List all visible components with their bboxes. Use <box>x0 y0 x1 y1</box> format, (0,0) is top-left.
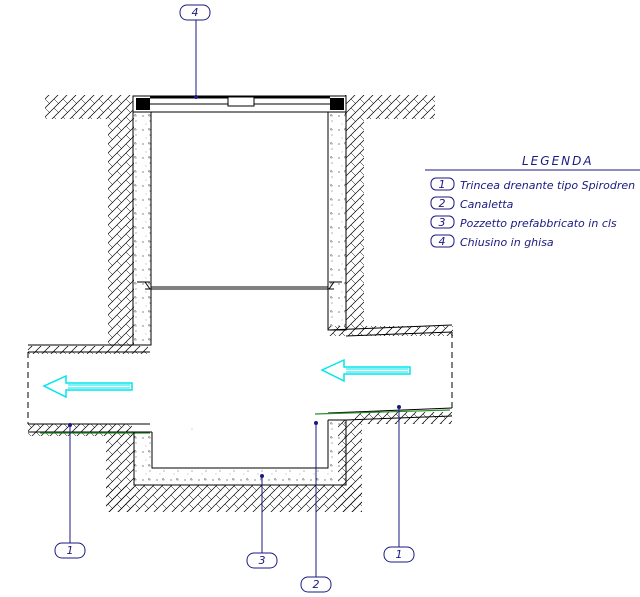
legend-item-2: 2 Canaletta <box>430 196 514 211</box>
svg-text:2: 2 <box>313 578 320 591</box>
svg-text:4: 4 <box>439 235 446 248</box>
callout-tag-left: 1 <box>54 542 86 559</box>
callout-tag-top: 4 <box>179 4 211 21</box>
svg-text:Canaletta: Canaletta <box>460 198 514 211</box>
svg-text:4: 4 <box>192 6 199 19</box>
svg-text:3: 3 <box>439 216 446 229</box>
flow-arrow-left <box>42 374 133 399</box>
callout-tag-channel: 2 <box>300 576 332 593</box>
svg-text:Pozzetto prefabbricato in cls: Pozzetto prefabbricato in cls <box>460 217 617 230</box>
svg-text:Trincea drenante tipo Spirodre: Trincea drenante tipo Spirodren <box>460 179 635 192</box>
flow-arrow-right <box>320 358 411 383</box>
legend-item-4: 4 Chiusino in ghisa <box>430 234 554 249</box>
callout-leaders <box>68 20 401 577</box>
cast-iron-cover <box>132 95 347 113</box>
svg-text:2: 2 <box>439 197 446 210</box>
sump-base <box>133 419 347 486</box>
svg-text:1: 1 <box>439 178 446 191</box>
legend-title: LEGENDA <box>522 154 594 168</box>
callout-tag-right: 1 <box>383 546 415 563</box>
svg-text:3: 3 <box>259 554 266 567</box>
svg-text:Chiusino in ghisa: Chiusino in ghisa <box>460 236 554 249</box>
legend-item-3: 3 Pozzetto prefabbricato in cls <box>430 215 617 230</box>
svg-text:1: 1 <box>67 544 74 557</box>
legend-item-1: 1 Trincea drenante tipo Spirodren <box>430 177 635 192</box>
drain-pipe <box>27 324 453 434</box>
shaft-walls <box>132 99 347 346</box>
callout-tag-bottom: 3 <box>246 552 278 569</box>
svg-text:1: 1 <box>396 548 403 561</box>
legend: LEGENDA 1 Trincea drenante tipo Spirodre… <box>425 154 640 249</box>
